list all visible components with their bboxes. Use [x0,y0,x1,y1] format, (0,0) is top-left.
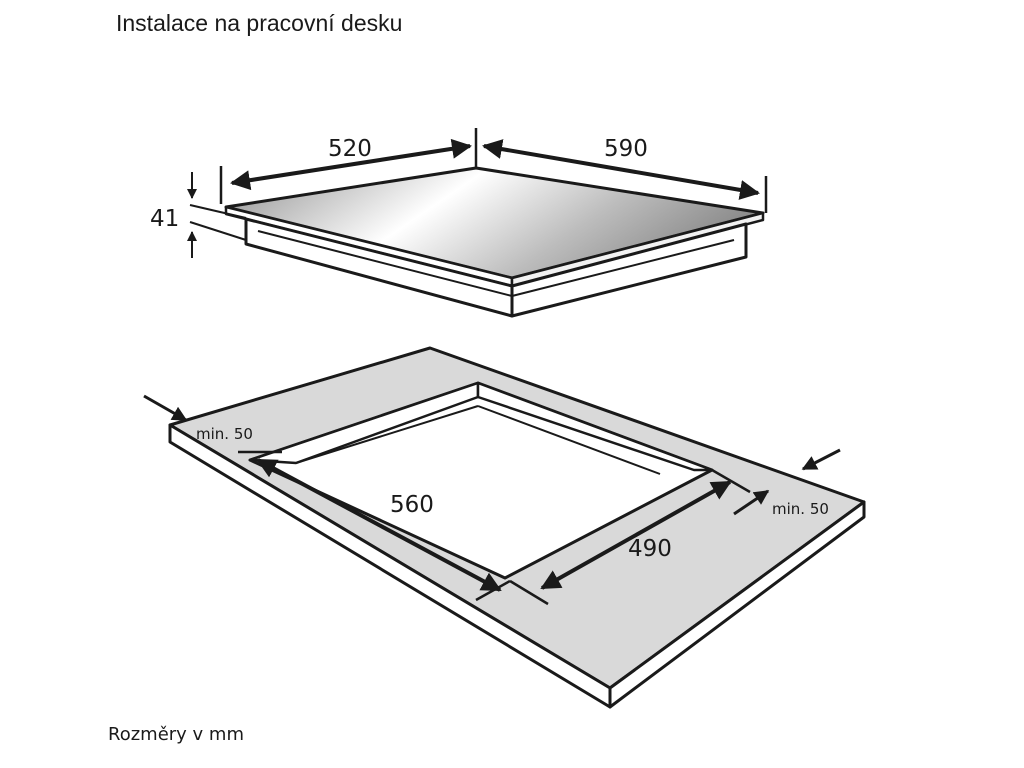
worktop-drawing [168,346,866,709]
min-margin-right-arrows [733,448,841,516]
dimension-41 [187,172,247,258]
hob-glass-edge-right [510,211,765,288]
hob-body-right [510,222,748,318]
min-margin-left-label: min. 50 [196,425,253,443]
cutout-wall-back-right [476,381,714,472]
dimension-590 [482,139,768,213]
dimension-520 [219,128,478,204]
hob-drawing [224,166,765,318]
dimension-560 [238,450,511,602]
hob-depth-label: 590 [604,136,648,162]
units-note: Rozměry v mm [108,724,244,745]
hob-height-label: 41 [150,206,179,232]
cutout-depth-label: 490 [628,536,672,562]
diagram-title: Instalace na pracovní desku [116,10,403,36]
cutout-width-label: 560 [390,492,434,518]
worktop-edge-right [608,500,866,709]
min-margin-left-arrow [143,394,188,422]
dimension-490 [509,468,751,606]
cutout-inner-line [295,405,479,464]
hob-width-label: 520 [328,136,372,162]
min-margin-right-label: min. 50 [772,500,829,518]
